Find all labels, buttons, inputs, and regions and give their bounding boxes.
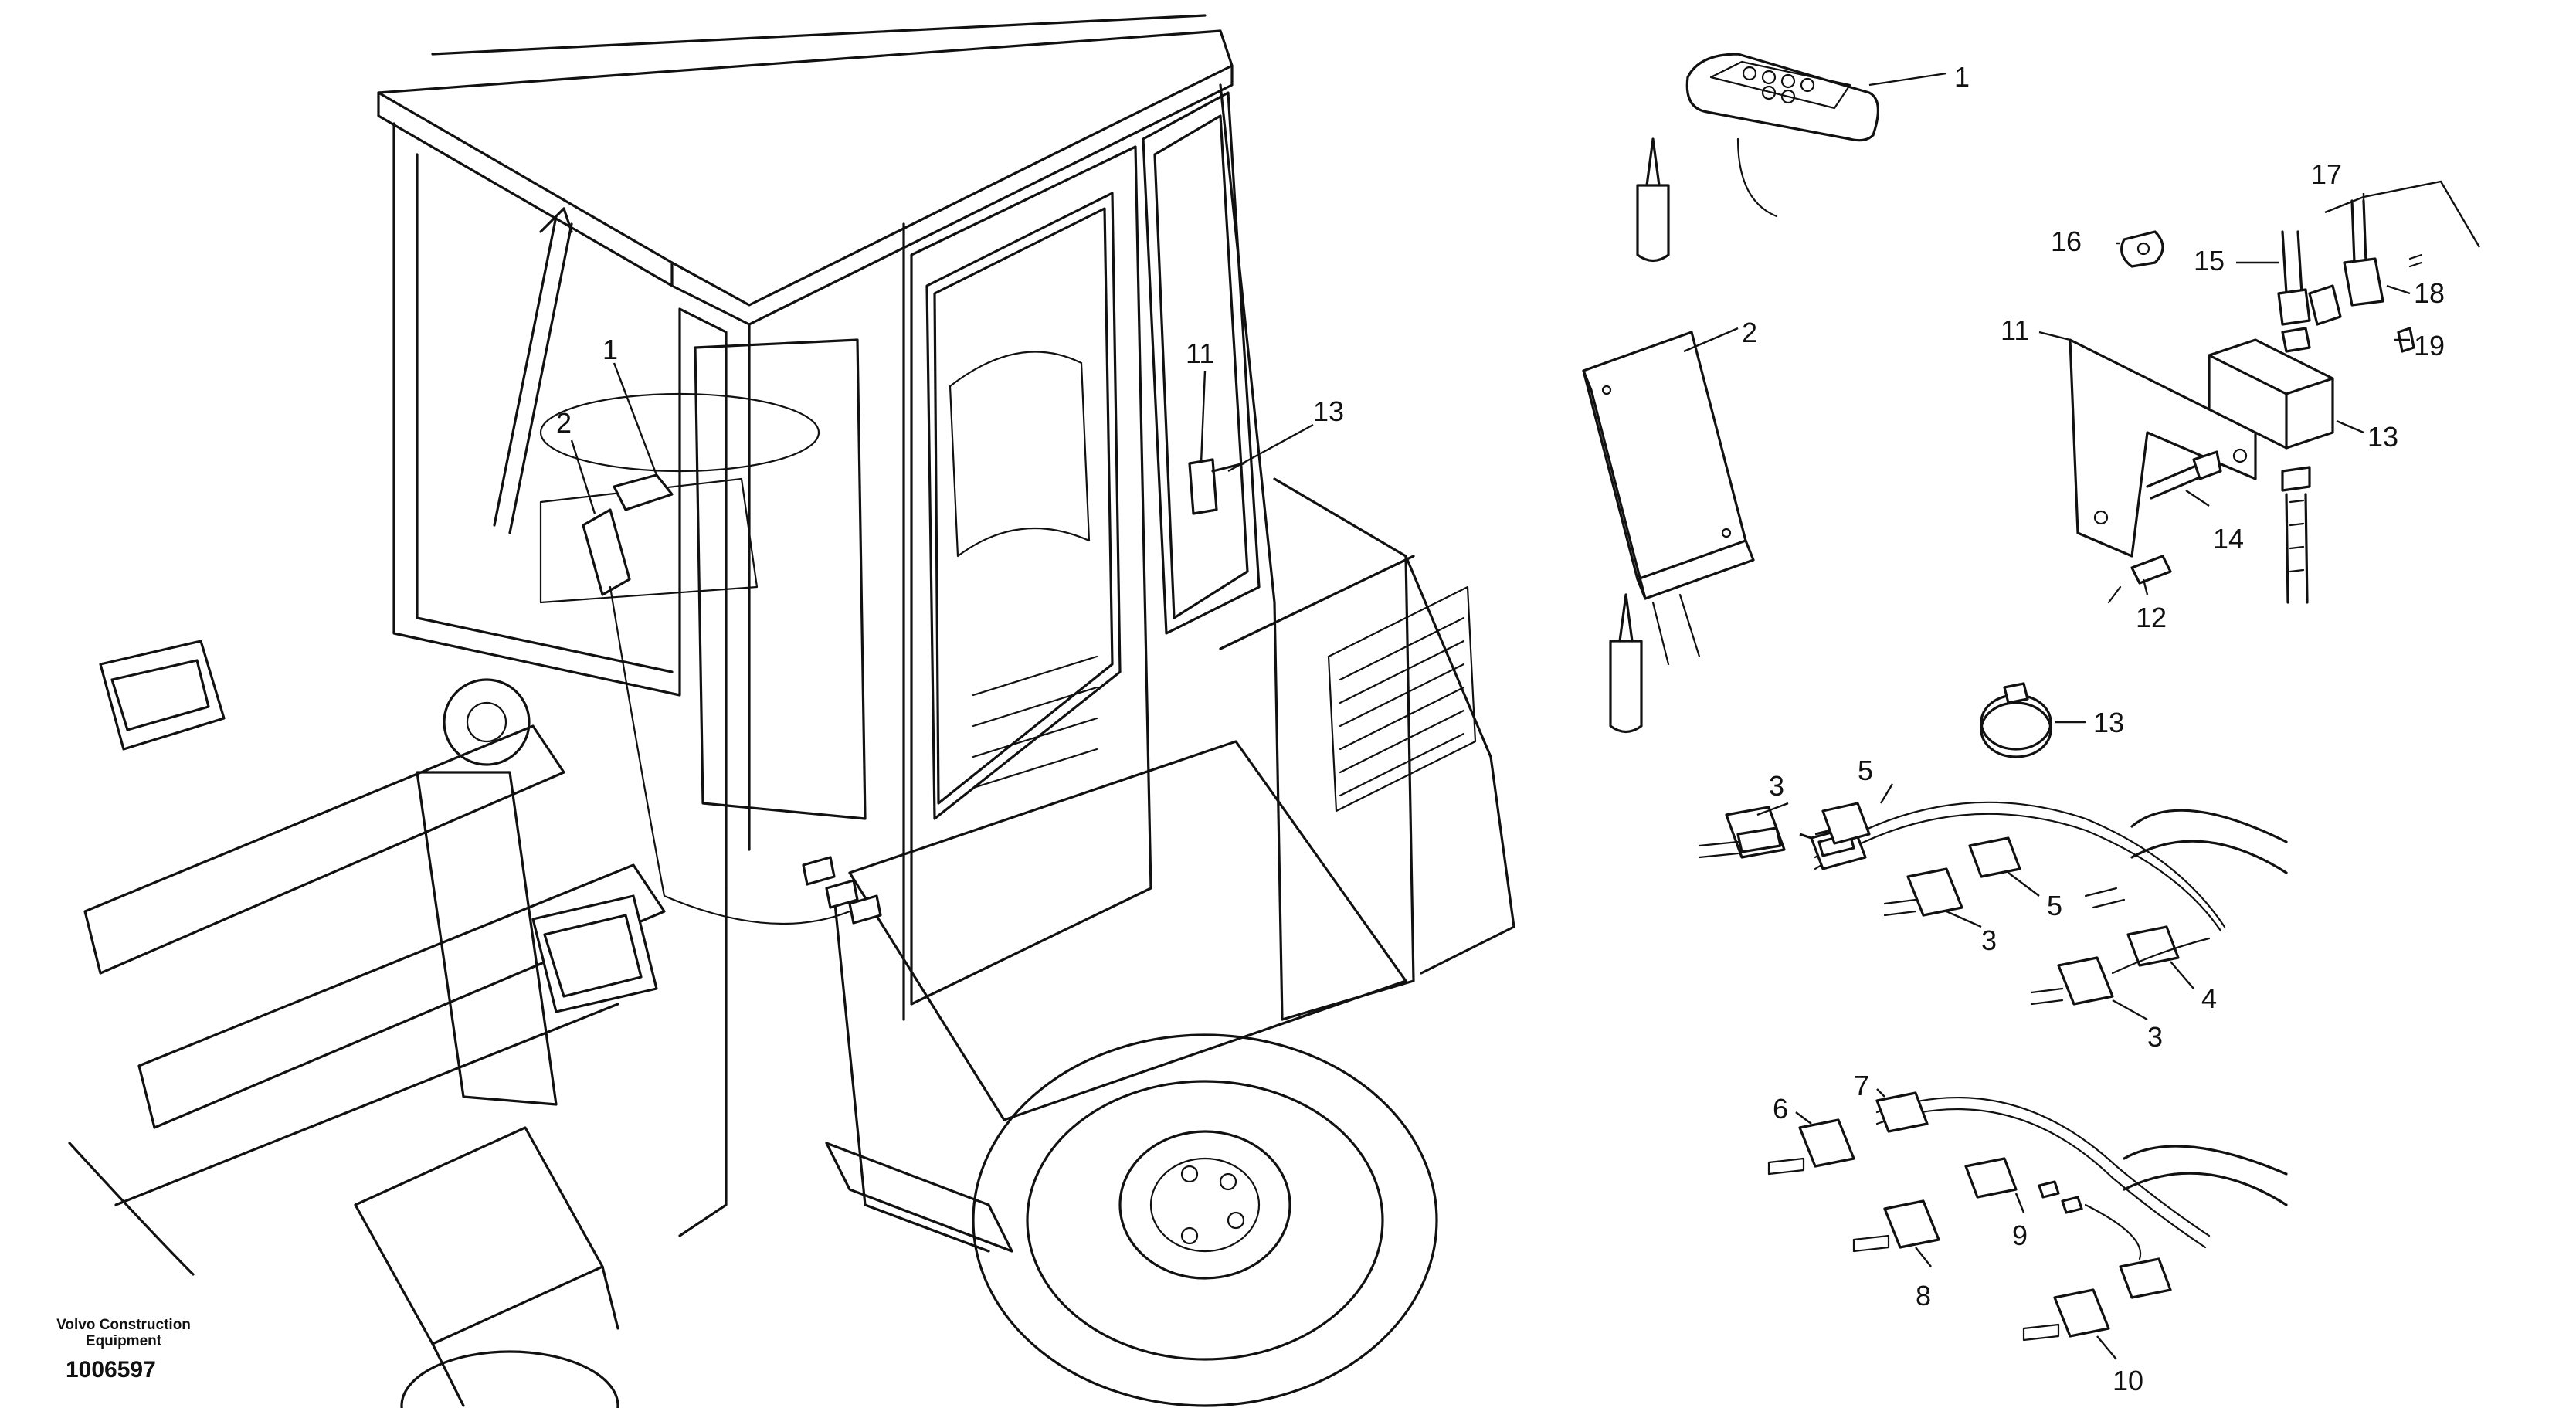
- screw-part-12: [2107, 555, 2172, 604]
- callout-9: 9: [2012, 1220, 2028, 1251]
- clip-part-16: [2120, 230, 2164, 268]
- callout-11-cab: 11: [1186, 338, 1214, 369]
- callout-4: 4: [2201, 982, 2217, 1014]
- screw-part-18: [2408, 253, 2423, 268]
- cable-part-15: [2277, 230, 2311, 353]
- callout-2: 2: [1742, 317, 1757, 348]
- callout-15: 15: [2194, 245, 2225, 277]
- leader-lines: [570, 72, 2481, 1360]
- callout-19: 19: [2414, 330, 2445, 361]
- callout-1: 1: [1954, 61, 1970, 93]
- control-box-part-2: [1582, 331, 1755, 666]
- sensor-box-part-13: [2208, 338, 2334, 450]
- callout-16: 16: [2051, 226, 2082, 257]
- brand-line-2: Equipment: [85, 1333, 162, 1349]
- callout-11: 11: [2001, 314, 2029, 346]
- brand-label: Volvo Construction Equipment: [42, 1317, 205, 1349]
- callout-3-upper: 3: [1769, 770, 1784, 802]
- figure-number: 1006597: [66, 1357, 156, 1383]
- screw-part-14: [2146, 450, 2222, 500]
- callout-17: 17: [2311, 158, 2342, 190]
- callout-8: 8: [1916, 1280, 1931, 1311]
- callout-10: 10: [2113, 1365, 2143, 1396]
- sealant-tube-2: [1609, 593, 1643, 734]
- callout-1-cab: 1: [602, 334, 618, 365]
- callout-13-sensor: 13: [2367, 421, 2398, 453]
- sealant-tube-1: [1636, 137, 1670, 263]
- callout-6: 6: [1773, 1093, 1788, 1125]
- clamp-part-13: [1980, 682, 2052, 758]
- connector-set-upper: [1698, 801, 2288, 1006]
- brand-line-1: Volvo Construction: [56, 1317, 191, 1333]
- callout-labels: 1 2 11 13 1 2 17 16 15 18 19 11 13 14 12…: [556, 61, 2445, 1396]
- callout-5-upper: 5: [1858, 755, 1873, 786]
- callout-13-clamp: 13: [2093, 707, 2124, 738]
- drawing-footer: Volvo Construction Equipment 1006597: [42, 1317, 205, 1383]
- keypad-part-1: [1685, 53, 1880, 218]
- wheel-loader-illustration: [68, 14, 1515, 1408]
- callout-7: 7: [1854, 1070, 1869, 1101]
- callout-14: 14: [2213, 523, 2244, 555]
- callout-3-lower: 3: [2147, 1021, 2163, 1053]
- callout-12: 12: [2136, 602, 2167, 633]
- callout-13-cab: 13: [1313, 395, 1344, 427]
- callout-2-cab: 2: [556, 407, 572, 439]
- callout-18: 18: [2414, 277, 2445, 309]
- callout-5-middle: 5: [2047, 890, 2062, 921]
- harness-part-17: [2281, 199, 2384, 604]
- callout-3-middle: 3: [1981, 925, 1997, 956]
- connector-set-lower: [1767, 1091, 2288, 1342]
